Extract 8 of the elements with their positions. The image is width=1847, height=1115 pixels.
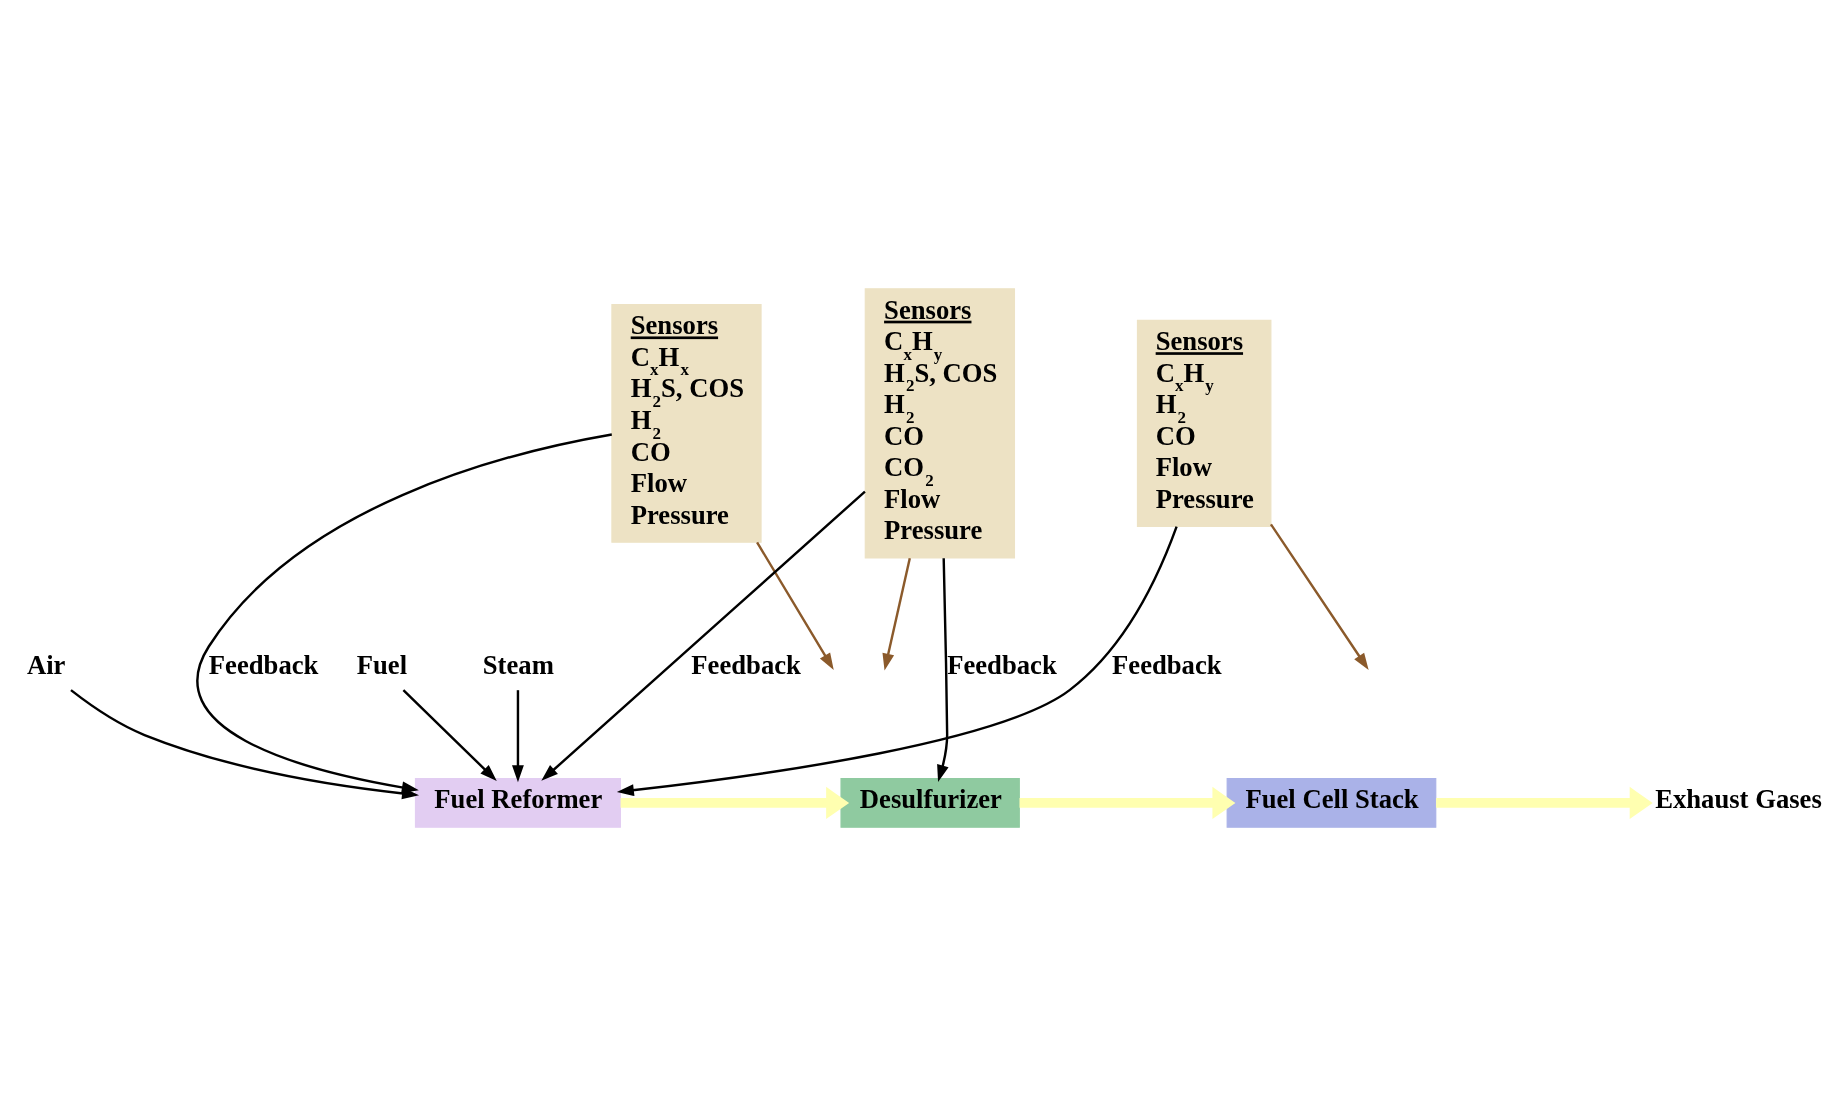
edge-label: Feedback [691, 649, 801, 680]
edge-label: Feedback [1112, 649, 1222, 680]
node-text: Air [26, 649, 66, 680]
edge-label: Feedback [947, 649, 1057, 680]
edge-label: Feedback [208, 649, 319, 680]
node-text: Steam [482, 649, 554, 680]
node-text: Exhaust Gases [1655, 783, 1822, 814]
node-text: Fuel [356, 649, 408, 680]
